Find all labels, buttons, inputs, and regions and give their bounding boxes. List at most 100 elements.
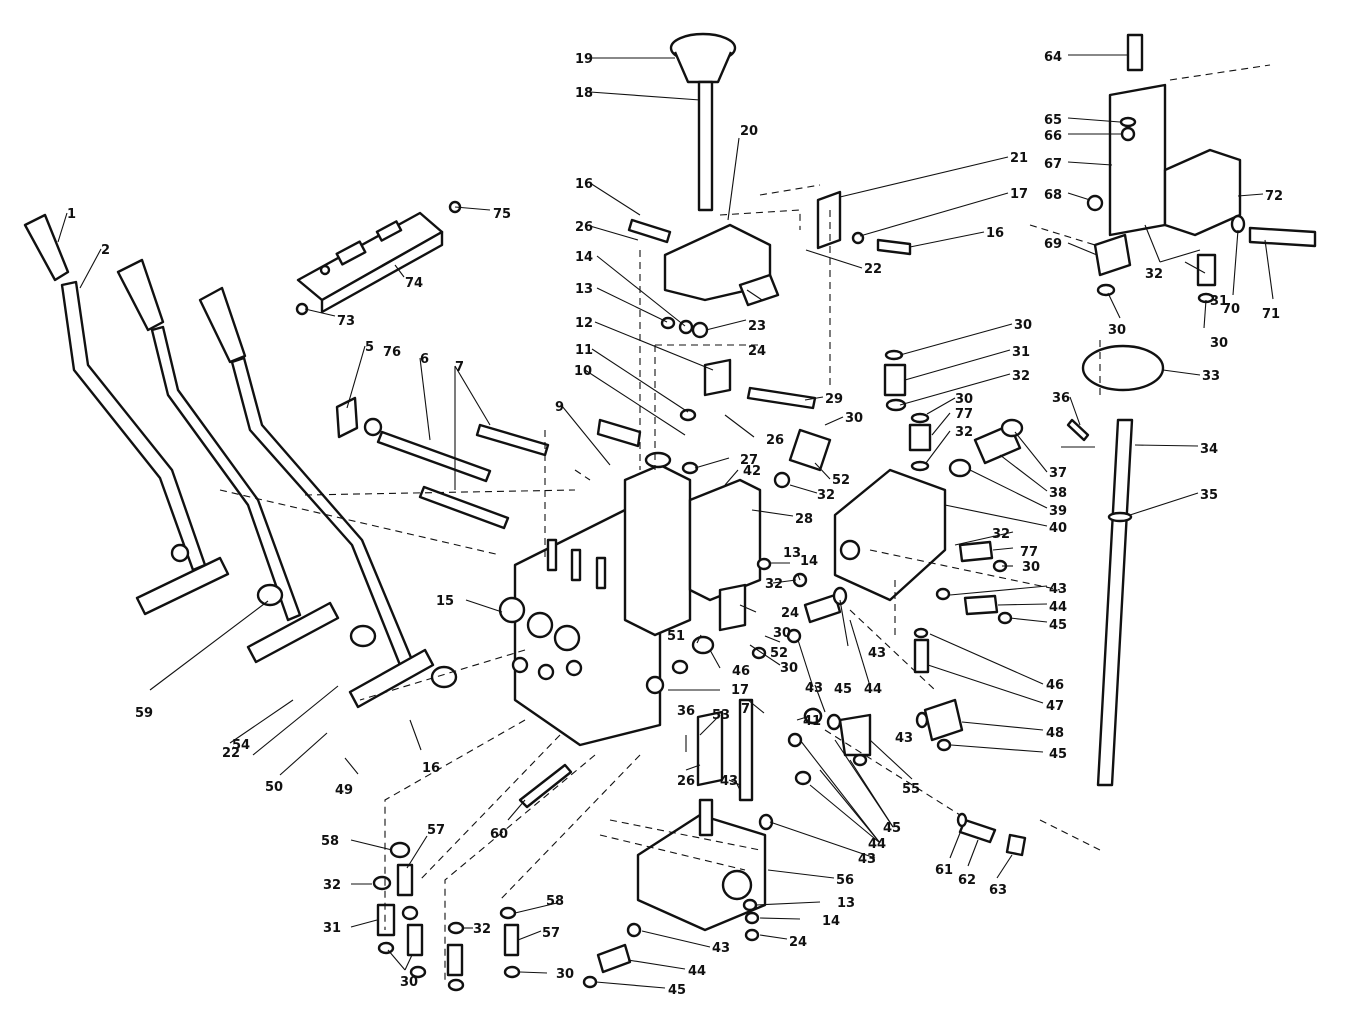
callout-c21: 21 xyxy=(1010,151,1028,166)
pin-16-upper xyxy=(627,218,672,244)
bolt-71 xyxy=(1248,226,1317,248)
fitting-77-upper xyxy=(908,423,932,452)
callout-c37: 37 xyxy=(1049,466,1067,481)
pump-shaft xyxy=(698,798,714,837)
callout-c30g: 30 xyxy=(1108,323,1126,338)
control-lever-2 xyxy=(116,258,340,664)
callout-c18: 18 xyxy=(575,86,593,101)
fitting-32-bottom xyxy=(446,943,464,977)
callout-c11: 11 xyxy=(575,343,593,358)
cap-33 xyxy=(1081,344,1165,392)
callout-c31a: 31 xyxy=(1012,345,1030,360)
knob-19-skirt xyxy=(673,51,733,84)
callout-c57b: 57 xyxy=(542,926,560,941)
bracket-5 xyxy=(335,396,359,439)
fitting-31-right xyxy=(1196,253,1217,287)
callout-c36b: 36 xyxy=(677,704,695,719)
callout-c1: 1 xyxy=(67,207,76,222)
assembly-lines xyxy=(219,64,1271,980)
control-valve-15 xyxy=(498,508,665,747)
callout-c77b: 77 xyxy=(1020,545,1038,560)
fitting-44-mid xyxy=(803,593,842,624)
washer-76 xyxy=(363,417,383,437)
callout-c73: 73 xyxy=(337,314,355,329)
callout-c14a: 14 xyxy=(575,250,593,265)
callout-c16a: 16 xyxy=(575,177,593,192)
callout-c44d: 44 xyxy=(688,964,706,979)
callout-c53: 53 xyxy=(712,708,730,723)
fitting-44-right xyxy=(963,594,999,616)
link-21 xyxy=(816,190,842,250)
tube-34 xyxy=(1096,418,1134,787)
callout-c76: 76 xyxy=(383,345,401,360)
callout-c31c: 31 xyxy=(323,921,341,936)
callout-c59: 59 xyxy=(135,706,153,721)
callout-c74: 74 xyxy=(405,276,423,291)
callout-c34: 34 xyxy=(1200,442,1218,457)
callout-c15: 15 xyxy=(436,594,454,609)
callout-c45b: 45 xyxy=(834,682,852,697)
callout-c32h: 32 xyxy=(473,922,491,937)
spool-9 xyxy=(596,418,642,448)
valve-72 xyxy=(1163,148,1242,237)
callout-c12: 12 xyxy=(575,316,593,331)
tee-52 xyxy=(788,428,832,472)
callout-c30e: 30 xyxy=(773,626,791,641)
pin-36-right xyxy=(1066,418,1090,442)
callout-c22b: 22 xyxy=(222,746,240,761)
leader-lines xyxy=(57,54,1274,989)
callout-c47: 47 xyxy=(1046,699,1064,714)
callout-c56: 56 xyxy=(836,873,854,888)
callout-c23: 23 xyxy=(748,319,766,334)
callout-c32f: 32 xyxy=(1145,267,1163,282)
callout-c68: 68 xyxy=(1044,188,1062,203)
callout-c39: 39 xyxy=(1049,504,1067,519)
callout-c24c: 24 xyxy=(789,935,807,950)
callout-c55: 55 xyxy=(902,782,920,797)
callout-labels: 1256779101112131313141414151616161717181… xyxy=(67,50,1283,998)
callout-c32c: 32 xyxy=(817,488,835,503)
callout-c24a: 24 xyxy=(748,344,766,359)
fitting-77-lower xyxy=(958,540,994,563)
tube-18 xyxy=(697,80,714,212)
fitting-69 xyxy=(1093,233,1132,277)
pump-56-port xyxy=(721,869,753,901)
spool-cap xyxy=(644,451,672,469)
callout-c30f: 30 xyxy=(780,661,798,676)
callout-c58a: 58 xyxy=(321,834,339,849)
callout-c13c: 13 xyxy=(837,896,855,911)
callout-c32g: 32 xyxy=(323,878,341,893)
callout-c70: 70 xyxy=(1222,302,1240,317)
callout-c30c: 30 xyxy=(845,411,863,426)
callout-c28: 28 xyxy=(795,512,813,527)
fitting-57-left xyxy=(396,863,414,897)
callout-c32b: 32 xyxy=(955,425,973,440)
bolt-60 xyxy=(518,763,573,809)
callout-c43d: 43 xyxy=(895,731,913,746)
bolt-7-lower xyxy=(418,485,510,530)
callout-c45e: 45 xyxy=(668,983,686,998)
callout-c43a: 43 xyxy=(1049,582,1067,597)
rod-6 xyxy=(376,430,492,483)
fitting-31-bottom xyxy=(376,903,396,937)
plate-28 xyxy=(623,463,692,637)
callout-c60: 60 xyxy=(490,827,508,842)
bushing-23 xyxy=(738,273,780,307)
callout-c26c: 26 xyxy=(677,774,695,789)
callout-c40: 40 xyxy=(1049,521,1067,536)
callout-c26a: 26 xyxy=(575,220,593,235)
callout-c52b: 52 xyxy=(770,646,788,661)
callout-c69: 69 xyxy=(1044,237,1062,252)
callout-c38: 38 xyxy=(1049,486,1067,501)
callout-c13b: 13 xyxy=(783,546,801,561)
callout-c5: 5 xyxy=(365,340,374,355)
callout-c43e: 43 xyxy=(720,774,738,789)
callout-c44a: 44 xyxy=(1049,600,1067,615)
callout-c46a: 46 xyxy=(732,664,750,679)
callout-c42: 42 xyxy=(743,464,761,479)
callout-c20: 20 xyxy=(740,124,758,139)
callout-c66: 66 xyxy=(1044,129,1062,144)
callout-c7a: 7 xyxy=(455,360,464,375)
callout-c14c: 14 xyxy=(822,914,840,929)
callout-c43g: 43 xyxy=(712,941,730,956)
